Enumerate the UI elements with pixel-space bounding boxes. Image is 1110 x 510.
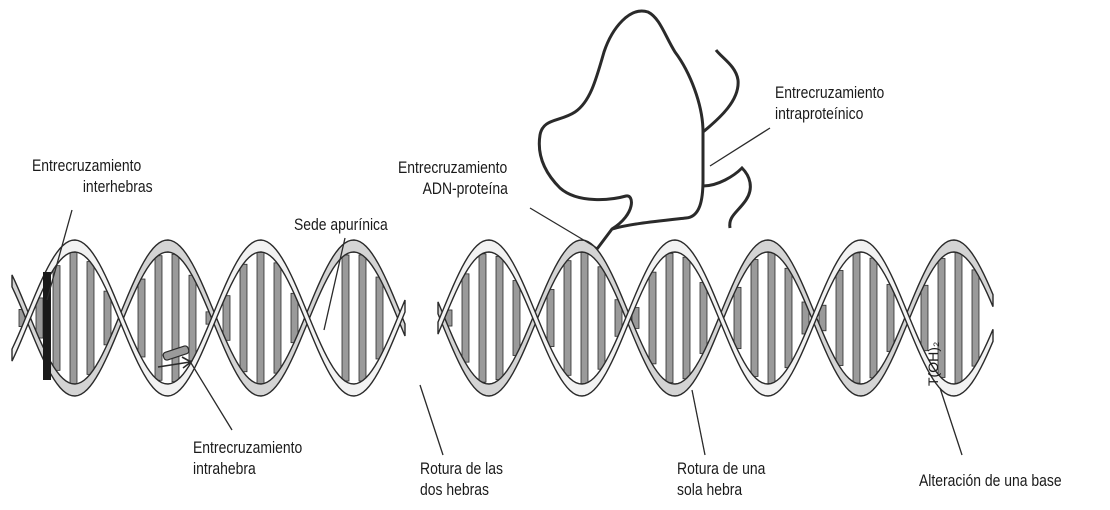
base-pair-rung bbox=[683, 257, 690, 379]
protein-chain bbox=[539, 11, 703, 249]
protein-chain-tail-upper bbox=[703, 50, 738, 132]
base-pair-rung bbox=[972, 270, 979, 366]
base-pair-rung bbox=[462, 274, 469, 362]
leader-una-hebra bbox=[692, 390, 705, 455]
protein-chain-tail-lower bbox=[703, 168, 750, 228]
base-pair-rung bbox=[666, 253, 673, 382]
label-intrahebra-line1: Entrecruzamiento bbox=[193, 437, 302, 458]
base-pair-rung bbox=[785, 268, 792, 367]
base-pair-rung bbox=[70, 252, 77, 384]
label-adn-proteina-line2: ADN-proteína bbox=[398, 178, 508, 199]
base-pair-rung bbox=[274, 263, 281, 373]
base-pair-rung bbox=[155, 256, 162, 381]
dna-strand-front bbox=[438, 240, 993, 396]
base-pair-rung bbox=[172, 254, 179, 381]
label-adn-proteina-line1: Entrecruzamiento bbox=[398, 157, 508, 178]
label-alteracion-text: Alteración de una base bbox=[919, 470, 1062, 491]
label-intraproteinico-line2: intraproteínico bbox=[775, 103, 884, 124]
base-pair-rung bbox=[955, 253, 962, 383]
label-apurinica-text: Sede apurínica bbox=[294, 214, 388, 235]
base-pair-rung bbox=[359, 255, 366, 381]
label-intraproteinico: Entrecruzamiento intraproteínico bbox=[775, 82, 884, 124]
base-pair-rung bbox=[751, 260, 758, 377]
base-pair-rung bbox=[836, 270, 843, 365]
base-pair-rung bbox=[53, 266, 60, 371]
label-dos-hebras: Rotura de las dos hebras bbox=[420, 458, 503, 500]
label-intraproteinico-line1: Entrecruzamiento bbox=[775, 82, 884, 103]
base-pair-rung bbox=[223, 296, 230, 341]
base-pair-rung bbox=[700, 282, 707, 353]
base-pair-rung bbox=[240, 264, 247, 371]
base-pair-rung bbox=[564, 261, 571, 376]
base-pair-rung bbox=[768, 252, 775, 383]
base-pair-rung bbox=[649, 272, 656, 364]
label-interhebras: Entrecruzamiento interhebras bbox=[32, 155, 153, 197]
label-interhebras-line1: Entrecruzamiento bbox=[32, 155, 153, 176]
label-dos-hebras-line1: Rotura de las bbox=[420, 458, 503, 479]
label-alteracion: Alteración de una base bbox=[919, 470, 1062, 491]
leader-dos-hebras bbox=[420, 385, 443, 455]
label-una-hebra-line1: Rotura de una bbox=[677, 458, 765, 479]
base-pair-rung bbox=[342, 255, 349, 381]
base-pair-rung bbox=[257, 252, 264, 384]
base-pair-rung bbox=[513, 281, 520, 356]
label-intrahebra-line2: intrahebra bbox=[193, 458, 302, 479]
base-pair-rung bbox=[87, 262, 94, 375]
label-una-hebra-line2: sola hebra bbox=[677, 479, 765, 500]
leader-alteracion bbox=[940, 388, 962, 455]
leader-intrahebra bbox=[191, 363, 232, 430]
base-pair-rung bbox=[496, 256, 503, 379]
label-una-hebra: Rotura de una sola hebra bbox=[677, 458, 765, 500]
label-apurinica: Sede apurínica bbox=[294, 214, 388, 235]
base-pair-rung bbox=[376, 277, 383, 359]
base-pair-rung bbox=[598, 267, 605, 369]
leader-intraproteinico bbox=[710, 128, 770, 166]
leader-adn-proteina bbox=[530, 208, 597, 248]
label-intrahebra: Entrecruzamiento intrahebra bbox=[193, 437, 302, 479]
base-pair-rung bbox=[138, 279, 145, 357]
base-pair-rung bbox=[479, 254, 486, 382]
label-interhebras-line2: interhebras bbox=[32, 176, 153, 197]
base-pair-rung bbox=[887, 284, 894, 351]
base-pair-rung bbox=[734, 287, 741, 348]
base-pair-rung bbox=[853, 253, 860, 383]
base-pair-rung bbox=[921, 285, 928, 350]
base-pair-rung bbox=[581, 252, 588, 384]
label-adn-proteina: Entrecruzamiento ADN-proteína bbox=[398, 157, 508, 199]
base-pair-rung bbox=[547, 289, 554, 346]
base-pair-rung bbox=[189, 275, 196, 361]
dna-helix-right bbox=[438, 240, 993, 396]
label-dos-hebras-line2: dos hebras bbox=[420, 479, 503, 500]
modified-base-label: T(OH)₂ bbox=[925, 342, 941, 386]
dna-helix-left bbox=[12, 240, 405, 396]
base-pair-rung bbox=[870, 258, 877, 378]
